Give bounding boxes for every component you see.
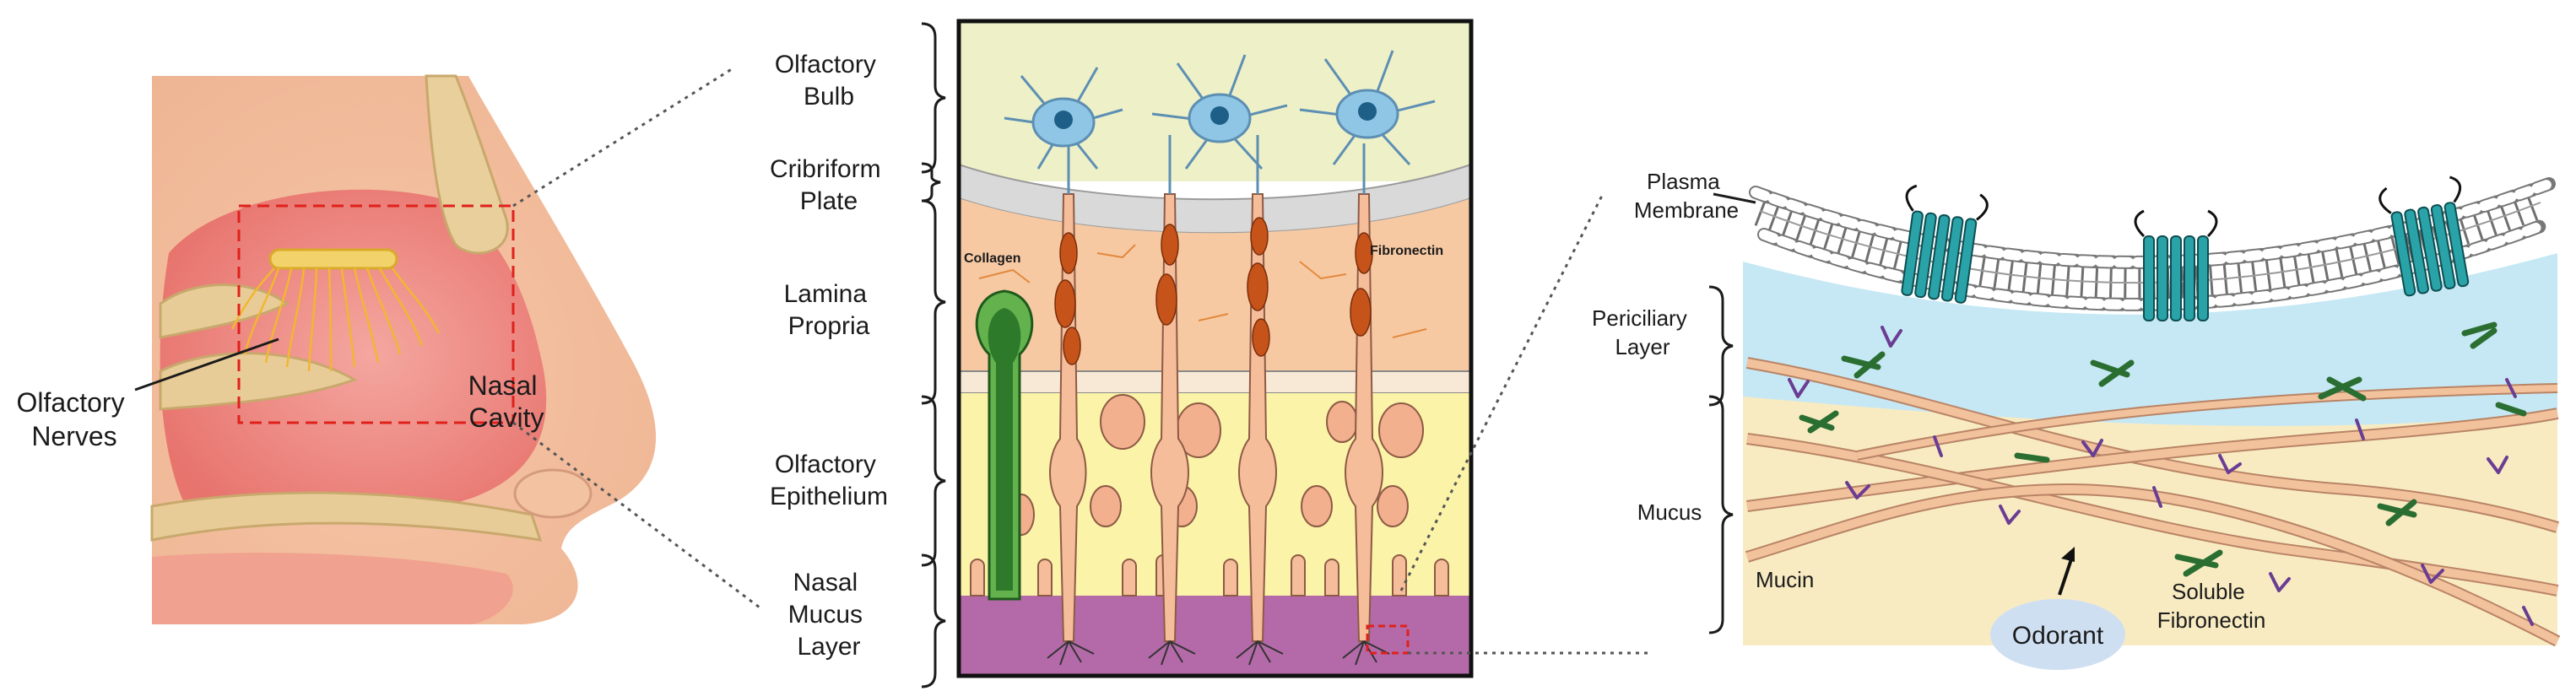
nose-cross-section [134, 66, 760, 624]
odorant-arrow-head [2061, 547, 2075, 562]
mucin-glycans [1788, 326, 2534, 626]
nasal-cavity-label: Nasal Cavity [468, 370, 545, 433]
zoom-line-bottom-1 [512, 421, 760, 609]
nasal-mucus-layer-band [959, 596, 1471, 676]
odorant-label: Odorant [2012, 622, 2104, 650]
upper-turbinate [159, 283, 290, 339]
periciliary-layer-label: Periciliary Layer [1592, 305, 1693, 359]
soluble-fibronectin-label: Soluble Fibronectin [2157, 579, 2266, 633]
zoom-line-top-1 [512, 66, 735, 208]
odorant-bubble [1990, 599, 2125, 670]
layer-cribriform-plate: Cribriform Plate [770, 155, 888, 215]
lower-mouth [152, 553, 513, 624]
palate [150, 491, 543, 542]
odorant-arrow [2058, 556, 2074, 596]
olfactory-nerves-label: Olfactory Nerves [17, 387, 133, 451]
lamina-propria-layer [959, 198, 1471, 371]
goblet-cell [975, 289, 1034, 601]
olfactory-nerves-pointer [134, 337, 279, 391]
mucin-strands [1745, 357, 2561, 647]
zoom-line-top-2 [1399, 192, 1605, 591]
layer-olfactory-bulb: Olfactory Bulb [775, 51, 883, 111]
layer-braces [921, 22, 946, 688]
fibronectin-label: Fibronectin [1370, 244, 1443, 258]
plasma-membrane-label: Plasma Membrane [1634, 169, 1739, 223]
layer-lamina-propria: Lamina Propria [784, 280, 874, 340]
mitral-cell-nuclei [1054, 102, 1377, 129]
mucin-label: Mucin [1756, 567, 1814, 592]
layer-olfactory-epithelium: Olfactory Epithelium [770, 451, 888, 510]
olfactory-bulb-shape [268, 248, 398, 270]
layer-nasal-mucus-layer: Nasal Mucus Layer [788, 569, 870, 661]
soluble-fibronectin-molecules [1799, 321, 2527, 577]
neuron-root-ends [1047, 640, 1390, 666]
panel3-braces [1708, 285, 1734, 634]
collagen-label: Collagen [964, 251, 1021, 266]
tissue-diagram [956, 19, 1650, 678]
highlight-box-mucus [1366, 624, 1410, 655]
mucus-label: Mucus [1637, 499, 1702, 525]
olfactory-nerve-fibers [230, 267, 441, 372]
ensheathing-orange-cells [1054, 217, 1373, 365]
nostril [513, 468, 593, 519]
mucus-closeup [1713, 175, 2561, 670]
olfactory-receptors [1901, 175, 2470, 321]
middle-turbinate [159, 352, 358, 411]
skull-bone [425, 74, 509, 255]
basal-cell-row [958, 370, 1472, 394]
olfactory-neurons [1049, 193, 1383, 642]
plasma-membrane-pointer [1713, 192, 1756, 204]
highlight-box-nose [237, 204, 515, 424]
tissue-frame [956, 19, 1474, 678]
